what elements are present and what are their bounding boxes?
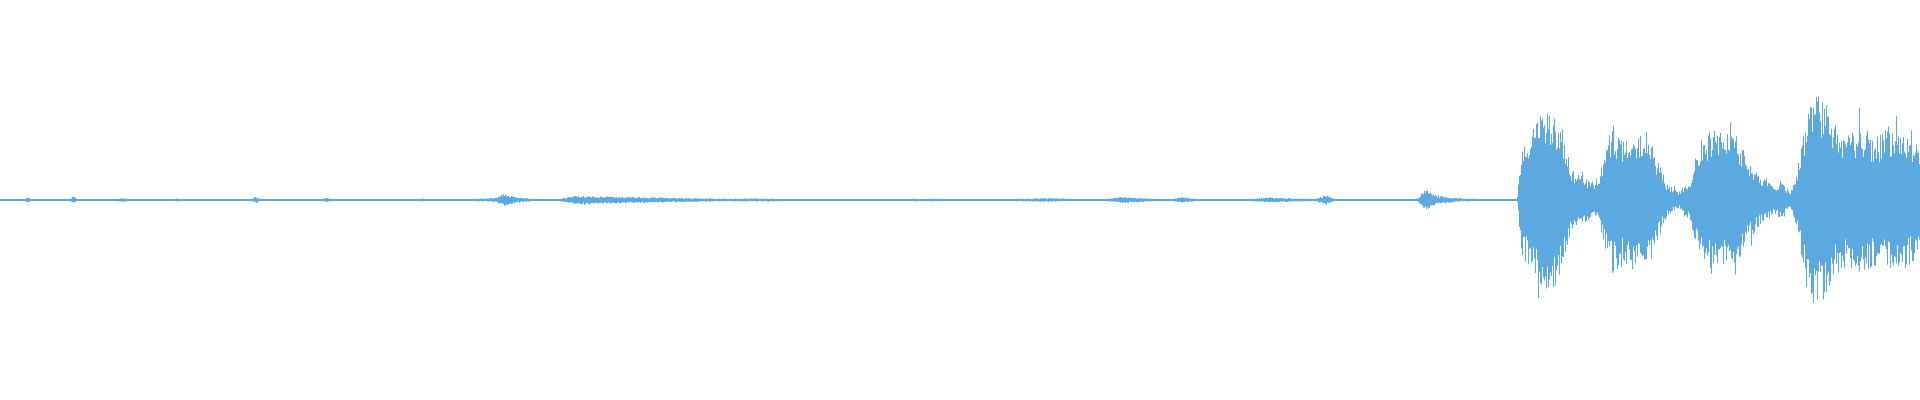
waveform-bars: [0, 96, 1920, 303]
